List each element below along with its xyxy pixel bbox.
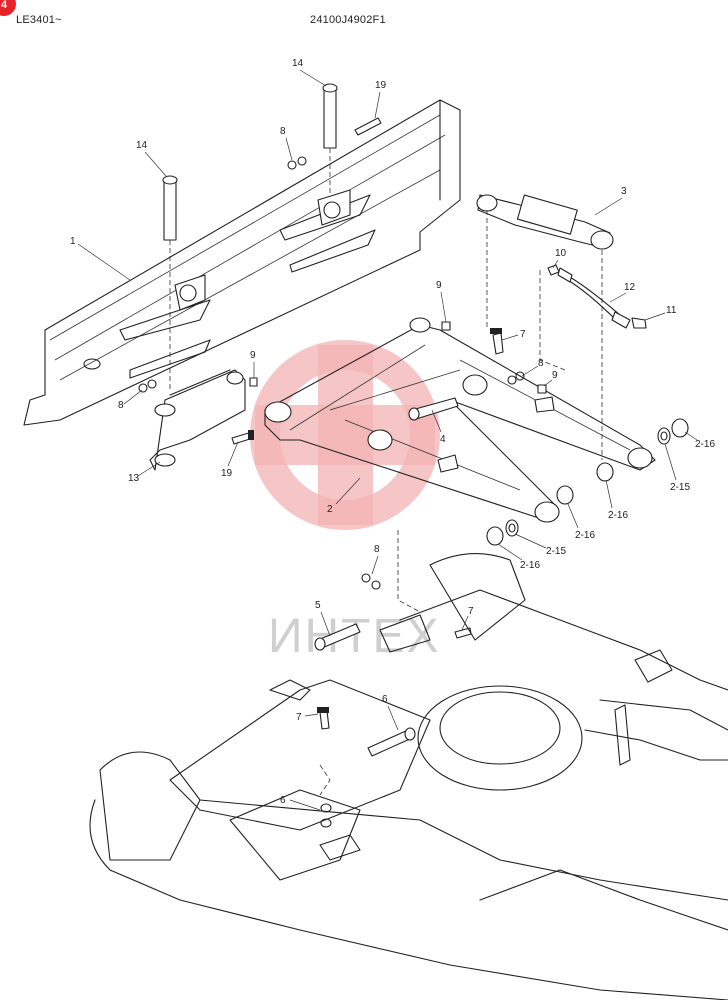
nuts-part-8-top — [287, 156, 307, 170]
part-number-label: 24100J4902F1 — [310, 14, 386, 26]
pin-part-14-left — [162, 175, 178, 241]
bushing-part-2-16-lower — [486, 526, 504, 546]
pin-part-6 — [367, 727, 416, 757]
callout-13: 13 — [128, 473, 140, 484]
pin-part-14-top — [322, 83, 338, 149]
bracket-part-13 — [149, 369, 246, 471]
fitting-part-10 — [547, 264, 560, 276]
corner-badge: 4 — [0, 0, 16, 16]
bushing-part-2-16-mid — [596, 462, 614, 482]
bolt-part-7-upper — [490, 328, 504, 355]
callout-2-16-right: 2-16 — [695, 439, 715, 450]
callout-9-left: 9 — [250, 350, 256, 361]
callout-2-15-right: 2-15 — [670, 482, 690, 493]
blade-bracket-left — [174, 274, 206, 311]
corner-badge-glyph: 4 — [1, 0, 8, 11]
callout-8-lower: 8 — [374, 544, 380, 555]
pin-part-4 — [408, 397, 459, 421]
callout-7-mid: 7 — [468, 606, 474, 617]
serial-range-label: LE3401~ — [16, 14, 62, 26]
callout-19-lower: 19 — [221, 468, 233, 479]
callout-14-top: 14 — [292, 58, 304, 69]
callout-12: 12 — [624, 282, 636, 293]
callout-7-lower: 7 — [296, 712, 302, 723]
undercarriage-frame — [89, 530, 728, 1000]
bolt-part-19-lower — [231, 430, 254, 445]
grease-fitting-part-9-c — [537, 384, 547, 394]
callout-2: 2 — [327, 504, 333, 515]
nuts-part-8-lower — [361, 573, 381, 590]
callout-2-16-center: 2-16 — [575, 530, 595, 541]
grease-fitting-part-9-b — [249, 377, 258, 387]
hose-part-12 — [557, 267, 631, 329]
callout-labels: 14 19 8 14 1 3 10 12 11 9 7 8 9 — [70, 58, 715, 811]
block-part-lower — [437, 454, 459, 473]
callout-3: 3 — [621, 186, 627, 197]
grease-fitting-part-9-a — [441, 321, 451, 331]
watermark-text: ИНТЕХ — [268, 610, 441, 663]
callout-6-upper: 6 — [382, 694, 388, 705]
callout-19-top: 19 — [375, 80, 387, 91]
callout-8-top: 8 — [280, 126, 286, 137]
callout-1: 1 — [70, 236, 76, 247]
callout-4: 4 — [440, 434, 446, 445]
callout-9-upper: 9 — [436, 280, 442, 291]
bushing-part-2-16-center — [556, 485, 574, 505]
callout-11: 11 — [666, 305, 677, 316]
callout-7-upper: 7 — [520, 329, 526, 340]
cylinder-part-3 — [476, 194, 614, 250]
washer-part-2-15-right — [657, 427, 671, 445]
bolt-part-7-lower — [317, 707, 330, 730]
bolt-part-19-top — [354, 117, 382, 136]
block-part — [534, 396, 555, 413]
nuts-part-8-left — [138, 379, 157, 393]
callout-5: 5 — [315, 600, 321, 611]
callout-6-lower: 6 — [280, 795, 286, 806]
pin-part-5 — [314, 623, 361, 651]
callout-2-16-lower: 2-16 — [520, 560, 540, 571]
callout-9-center: 9 — [552, 370, 558, 381]
boom-frame-part-2 — [264, 317, 656, 523]
washer-part-2-15-lower — [505, 519, 519, 537]
nuts-part-6 — [320, 803, 332, 828]
blade-bracket-right — [317, 189, 351, 226]
fitting-part-11 — [631, 317, 647, 329]
callout-2-16-mid: 2-16 — [608, 510, 628, 521]
callout-8-center: 8 — [538, 358, 544, 369]
watermark-logo: ИНТЕХ — [250, 340, 441, 663]
callout-2-15-lower: 2-15 — [546, 546, 566, 557]
nuts-part-8-center — [507, 371, 525, 385]
callout-10: 10 — [555, 248, 567, 259]
callout-14-left: 14 — [136, 140, 148, 151]
bushing-part-2-16-right — [671, 418, 689, 438]
callout-8-left: 8 — [118, 400, 124, 411]
